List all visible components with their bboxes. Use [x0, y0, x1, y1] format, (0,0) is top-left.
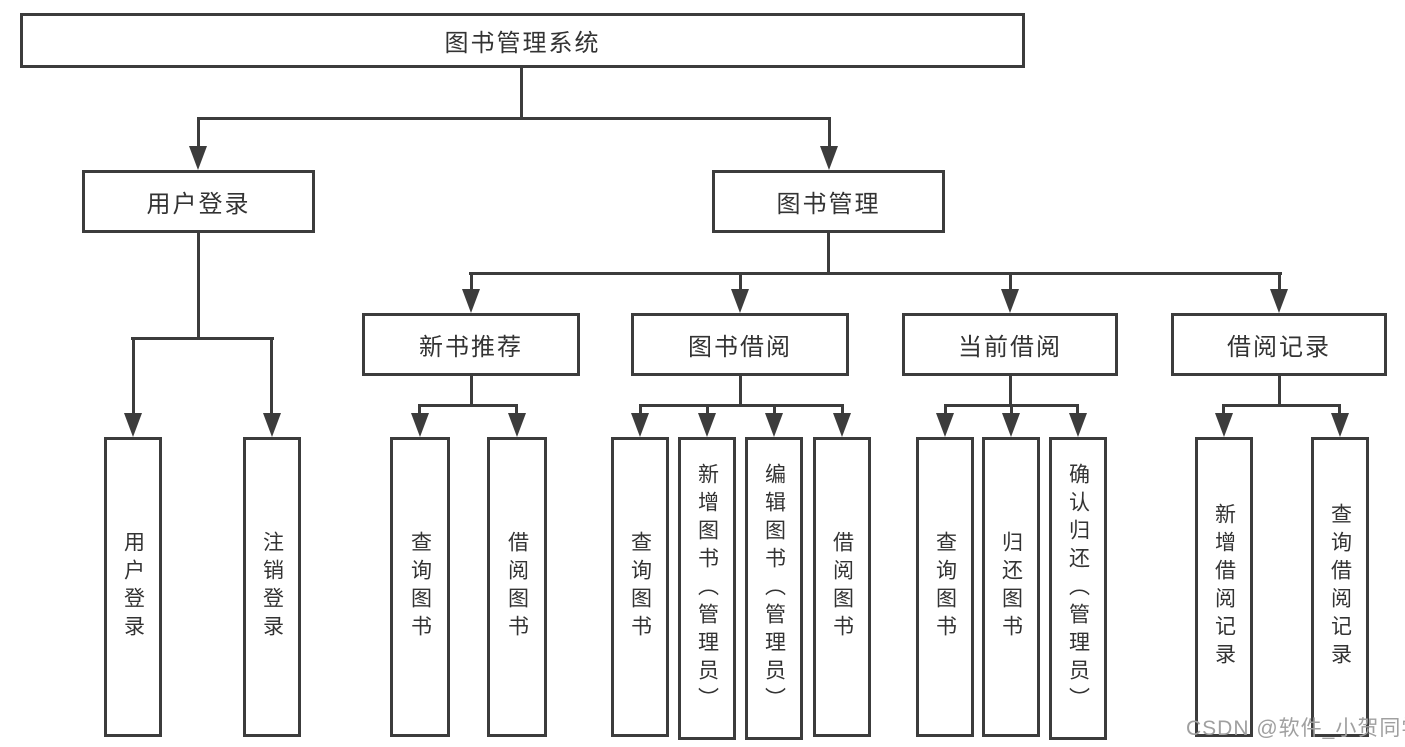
- connector-drop-user-login: [197, 117, 200, 149]
- node-borrowing-records-label: 借阅记录: [1227, 334, 1331, 361]
- node-book-management: 图书管理: [712, 170, 945, 233]
- connector-drop-new-book: [470, 272, 473, 294]
- leaf-add-borrow-record: 新增借阅记录: [1195, 437, 1253, 737]
- connector-level3-branch: [469, 272, 1282, 275]
- node-borrowing-records: 借阅记录: [1171, 313, 1387, 376]
- connector-g3-stem: [1009, 376, 1012, 407]
- leaf-query-books-borrowing-label: 查询图书: [628, 531, 652, 643]
- connector-g2-stem: [739, 376, 742, 407]
- node-book-borrowing-label: 图书借阅: [688, 334, 792, 361]
- connector-g1-drop1: [418, 404, 421, 417]
- node-new-book-recommend: 新书推荐: [362, 313, 580, 376]
- leaf-query-borrow-record: 查询借阅记录: [1311, 437, 1369, 737]
- arrow-down-icon: [731, 289, 749, 313]
- connector-user-login-stem: [197, 233, 200, 337]
- connector-g1-branch: [418, 404, 518, 407]
- leaf-confirm-return-admin-label: 确认归还（管理员）: [1066, 462, 1090, 715]
- leaf-borrow-books-borrowing-label: 借阅图书: [830, 531, 854, 643]
- node-new-book-recommend-label: 新书推荐: [419, 334, 523, 361]
- connector-g4-drop1: [1222, 404, 1225, 417]
- connector-g4-stem: [1278, 376, 1281, 407]
- connector-drop-book-mgmt: [828, 117, 831, 149]
- connector-root-stem: [520, 68, 523, 118]
- connector-drop-borrowing: [739, 272, 742, 294]
- leaf-borrow-books-recommend: 借阅图书: [487, 437, 547, 737]
- arrow-down-icon: [1215, 413, 1233, 437]
- leaf-return-books: 归还图书: [982, 437, 1040, 737]
- arrow-down-icon: [462, 289, 480, 313]
- leaf-query-books-current-label: 查询图书: [933, 531, 957, 643]
- connector-drop-leaf-logout: [270, 337, 273, 417]
- arrow-down-icon: [698, 413, 716, 437]
- connector-g3-drop1: [944, 404, 947, 417]
- leaf-query-borrow-record-label: 查询借阅记录: [1328, 503, 1352, 671]
- leaf-edit-books-admin-label: 编辑图书（管理员）: [762, 462, 786, 715]
- node-current-borrowing-label: 当前借阅: [958, 334, 1062, 361]
- leaf-logout: 注销登录: [243, 437, 301, 737]
- leaf-user-login: 用户登录: [104, 437, 162, 737]
- arrow-down-icon: [508, 413, 526, 437]
- leaf-logout-label: 注销登录: [260, 531, 284, 643]
- leaf-query-books-recommend: 查询图书: [390, 437, 450, 737]
- csdn-watermark: CSDN @软件_小贺同学: [1186, 717, 1405, 740]
- arrow-down-icon: [1331, 413, 1349, 437]
- arrow-down-icon: [124, 413, 142, 437]
- arrow-down-icon: [1069, 413, 1087, 437]
- leaf-add-books-admin: 新增图书（管理员）: [678, 437, 736, 740]
- leaf-borrow-books-recommend-label: 借阅图书: [505, 531, 529, 643]
- connector-g4-drop2: [1338, 404, 1341, 417]
- node-user-login: 用户登录: [82, 170, 315, 233]
- arrow-down-icon: [1001, 289, 1019, 313]
- arrow-down-icon: [765, 413, 783, 437]
- connector-g2-drop1: [639, 404, 642, 417]
- connector-g1-stem: [470, 376, 473, 407]
- connector-g4-branch: [1222, 404, 1341, 407]
- arrow-down-icon: [936, 413, 954, 437]
- connector-drop-records: [1278, 272, 1281, 294]
- node-root-label: 图书管理系统: [444, 30, 601, 57]
- connector-level2-branch: [198, 117, 831, 120]
- connector-g2-branch: [639, 404, 844, 407]
- leaf-borrow-books-borrowing: 借阅图书: [813, 437, 871, 737]
- node-user-login-label: 用户登录: [146, 191, 251, 218]
- connector-drop-leaf-login: [132, 337, 135, 417]
- leaf-edit-books-admin: 编辑图书（管理员）: [745, 437, 803, 740]
- arrow-down-icon: [263, 413, 281, 437]
- arrow-down-icon: [411, 413, 429, 437]
- connector-g3-drop3: [1076, 404, 1079, 417]
- node-current-borrowing: 当前借阅: [902, 313, 1118, 376]
- node-root-system: 图书管理系统: [20, 13, 1025, 68]
- connector-g2-drop2: [706, 404, 709, 417]
- connector-user-login-branch: [131, 337, 274, 340]
- connector-g1-drop2: [515, 404, 518, 417]
- node-book-borrowing: 图书借阅: [631, 313, 849, 376]
- leaf-user-login-label: 用户登录: [121, 531, 145, 643]
- connector-g3-drop2: [1010, 404, 1013, 417]
- arrow-down-icon: [189, 146, 207, 170]
- connector-g2-drop4: [841, 404, 844, 417]
- leaf-return-books-label: 归还图书: [999, 531, 1023, 643]
- leaf-query-books-borrowing: 查询图书: [611, 437, 669, 737]
- arrow-down-icon: [833, 413, 851, 437]
- arrow-down-icon: [1002, 413, 1020, 437]
- arrow-down-icon: [1270, 289, 1288, 313]
- leaf-add-borrow-record-label: 新增借阅记录: [1212, 503, 1236, 671]
- leaf-confirm-return-admin: 确认归还（管理员）: [1049, 437, 1107, 740]
- leaf-query-books-recommend-label: 查询图书: [408, 531, 432, 643]
- arrow-down-icon: [631, 413, 649, 437]
- connector-drop-current: [1009, 272, 1012, 294]
- connector-book-mgmt-stem: [827, 233, 830, 275]
- connector-g2-drop3: [773, 404, 776, 417]
- leaf-query-books-current: 查询图书: [916, 437, 974, 737]
- node-book-management-label: 图书管理: [776, 191, 881, 218]
- leaf-add-books-admin-label: 新增图书（管理员）: [695, 462, 719, 715]
- arrow-down-icon: [820, 146, 838, 170]
